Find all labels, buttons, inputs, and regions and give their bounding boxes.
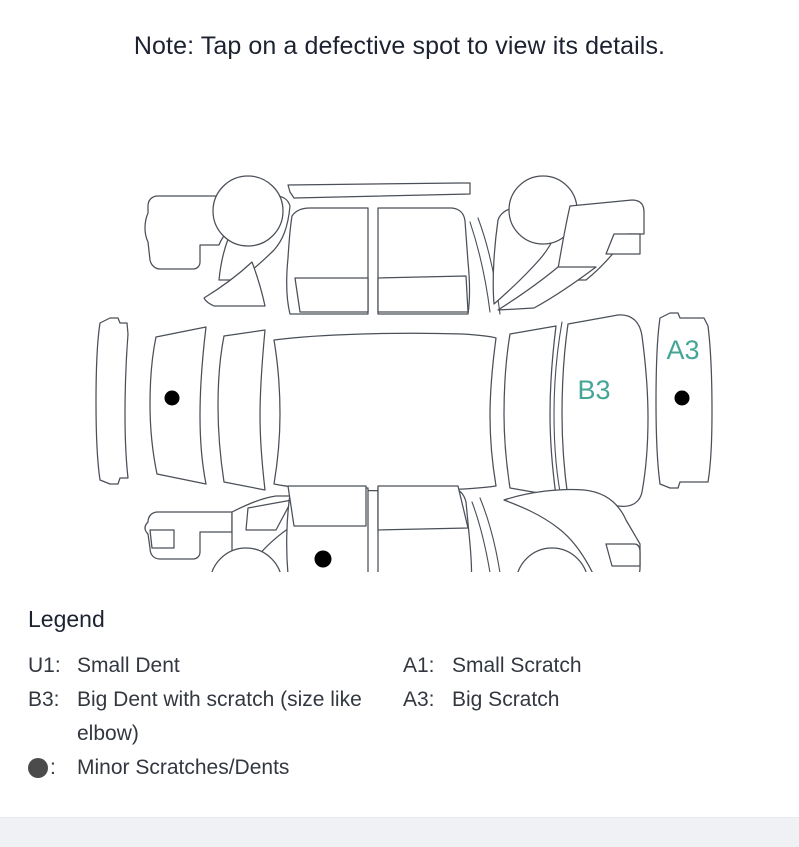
right-rear-door-panel[interactable] (503, 325, 557, 497)
top-rear-sill-sliver[interactable] (203, 261, 266, 307)
bottom-headlamp[interactable] (605, 543, 641, 567)
legend-desc-u1: Small Dent (77, 654, 180, 677)
top-body-sweep-2[interactable] (477, 217, 501, 315)
bottom-a-pillar-sweep-2[interactable] (479, 497, 504, 572)
legend-item-a1: A1: Small Scratch (403, 649, 703, 683)
top-rear-wheel[interactable] (212, 175, 284, 247)
legend-desc-a3: Big Scratch (452, 688, 560, 711)
top-headlamp-notch[interactable] (605, 233, 641, 255)
defect-spot-left-panel[interactable] (164, 390, 180, 406)
defect-spot-right-panel[interactable] (674, 390, 690, 406)
bottom-a-pillar-sweep[interactable] (471, 501, 494, 572)
note-banner: Note: Tap on a defective spot to view it… (0, 30, 799, 62)
top-front-valance-sliver[interactable] (497, 266, 597, 311)
zone-label-b3[interactable]: B3 (577, 375, 610, 405)
legend-key-minor-colon: : (50, 756, 56, 779)
bottom-front-door-glass[interactable] (377, 485, 469, 531)
defect-spot-rear-door[interactable] (314, 550, 332, 568)
left-bumper-strip[interactable] (95, 317, 129, 485)
left-front-door-panel[interactable] (149, 326, 207, 485)
note-text: Note: Tap on a defective spot to view it… (133, 32, 666, 60)
zone-label-a3[interactable]: A3 (666, 335, 699, 365)
car-diagram-svg[interactable]: B3 A3 (0, 82, 799, 572)
legend-item-minor: : Minor Scratches/Dents (28, 751, 400, 785)
car-damage-diagram[interactable]: B3 A3 (0, 82, 799, 572)
footer-strip (0, 817, 799, 847)
filled-circle-icon (28, 758, 48, 778)
top-down-view[interactable]: B3 A3 (95, 312, 713, 508)
top-body-sweep[interactable] (469, 221, 491, 313)
bottom-taillamp-notch[interactable] (149, 529, 175, 549)
right-front-fender-panel[interactable] (561, 314, 649, 508)
top-rear-door-glass[interactable] (377, 275, 469, 313)
bottom-rear-wheel[interactable] (210, 547, 282, 572)
top-front-door-glass[interactable] (294, 277, 369, 313)
top-side-view[interactable] (144, 175, 645, 315)
legend-key-u1: U1: (28, 654, 61, 677)
legend-key-b3: B3: (28, 688, 60, 711)
legend-column-right: A1: Small Scratch A3: Big Scratch (403, 649, 703, 717)
left-rear-door-panel[interactable] (217, 329, 266, 491)
legend-key-a1: A1: (403, 654, 435, 677)
legend-item-u1: U1: Small Dent (28, 649, 400, 683)
legend-key-a3: A3: (403, 688, 435, 711)
legend-key-minor: : (28, 756, 77, 779)
right-body-divider-arc[interactable] (553, 321, 563, 503)
top-roof-strip[interactable] (287, 182, 471, 199)
legend-item-b3: B3: Big Dent with scratch (size like elb… (28, 683, 400, 751)
legend-desc-minor: Minor Scratches/Dents (77, 756, 290, 779)
legend-title: Legend (28, 606, 105, 632)
legend-columns: U1: Small Dent B3: Big Dent with scratch… (28, 649, 708, 789)
legend-desc-b3: Big Dent with scratch (size like elbow) (77, 688, 362, 745)
bottom-rear-quarter-glass[interactable] (245, 499, 293, 531)
bottom-hood-panel[interactable] (503, 488, 641, 572)
bottom-front-wheel[interactable] (516, 547, 588, 572)
bottom-rear-door-glass[interactable] (287, 485, 367, 527)
roof-panel[interactable] (273, 332, 497, 492)
bottom-side-view[interactable] (144, 485, 641, 572)
legend-item-a3: A3: Big Scratch (403, 683, 703, 717)
legend-column-left: U1: Small Dent B3: Big Dent with scratch… (28, 649, 400, 785)
legend: Legend U1: Small Dent B3: Big Dent with … (28, 604, 708, 789)
legend-desc-a1: Small Scratch (452, 654, 582, 677)
top-front-hood-panel[interactable] (555, 199, 645, 281)
